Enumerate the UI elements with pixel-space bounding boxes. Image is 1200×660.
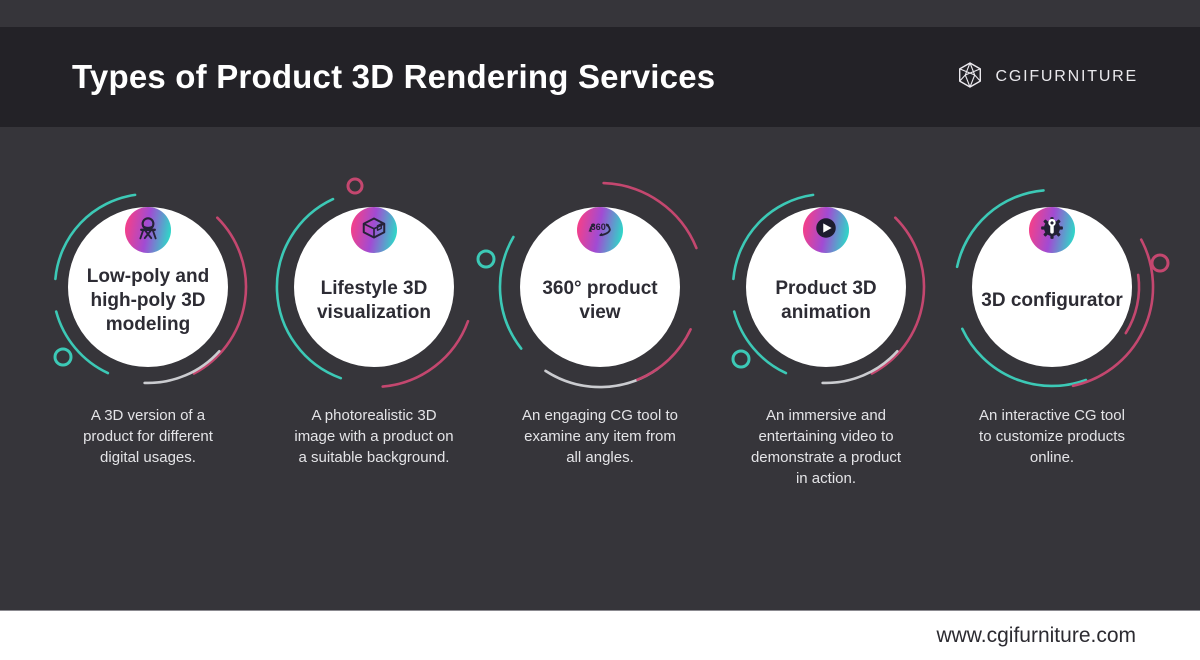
interior-room-icon bbox=[359, 213, 389, 248]
top-strip bbox=[0, 0, 1200, 27]
play-icon bbox=[811, 213, 841, 248]
service-circle: Low-poly and high-poly 3D modeling bbox=[68, 207, 228, 367]
brand-logo: CGIFURNITURE bbox=[955, 60, 1138, 95]
service-title: Lifestyle 3D visualization bbox=[316, 277, 432, 323]
service-badge bbox=[1029, 207, 1075, 253]
chair-icon bbox=[133, 213, 163, 248]
services-row: Low-poly and high-poly 3D modeling A 3D … bbox=[0, 177, 1200, 489]
360-rotation-icon: 360° bbox=[584, 212, 616, 249]
service-badge bbox=[125, 207, 171, 253]
service-title: Product 3D animation bbox=[775, 277, 877, 323]
header-bar: Types of Product 3D Rendering Services C… bbox=[0, 27, 1200, 127]
service-title: 3D configurator bbox=[981, 289, 1123, 311]
footer-bar: www.cgifurniture.com bbox=[0, 610, 1200, 660]
service-card-configurator: 3D configurator An interactive CG tool t… bbox=[955, 189, 1170, 489]
gem-wireframe-icon bbox=[955, 60, 985, 95]
service-circle: 360° 360° product view bbox=[520, 207, 680, 367]
service-description: A 3D version of a product for different … bbox=[83, 407, 213, 466]
service-card-low-poly: Low-poly and high-poly 3D modeling A 3D … bbox=[53, 193, 248, 489]
service-badge: 360° bbox=[577, 207, 623, 253]
service-card-animation: Product 3D animation An immersive and en… bbox=[731, 193, 926, 489]
brand-name: CGIFURNITURE bbox=[995, 68, 1138, 85]
service-description: An engaging CG tool to examine any item … bbox=[522, 407, 678, 466]
service-badge bbox=[351, 207, 397, 253]
service-description: An interactive CG tool to customize prod… bbox=[979, 407, 1125, 466]
service-title: Low-poly and high-poly 3D modeling bbox=[86, 265, 210, 336]
service-description: A photorealistic 3D image with a product… bbox=[294, 407, 454, 466]
service-circle: 3D configurator bbox=[972, 207, 1132, 367]
service-description: An immersive and entertaining video to d… bbox=[750, 407, 902, 487]
service-title: 360° product view bbox=[542, 277, 658, 323]
service-circle: Lifestyle 3D visualization bbox=[294, 207, 454, 367]
page-title: Types of Product 3D Rendering Services bbox=[72, 58, 716, 95]
service-card-lifestyle: Lifestyle 3D visualization A photorealis… bbox=[275, 177, 496, 489]
service-circle: Product 3D animation bbox=[746, 207, 906, 367]
service-card-360-view: 360° 360° product view An engaging CG to… bbox=[498, 181, 698, 489]
gear-wrench-icon bbox=[1037, 213, 1067, 248]
svg-text:360°: 360° bbox=[591, 222, 610, 232]
service-badge bbox=[803, 207, 849, 253]
footer-url: www.cgifurniture.com bbox=[936, 623, 1136, 647]
